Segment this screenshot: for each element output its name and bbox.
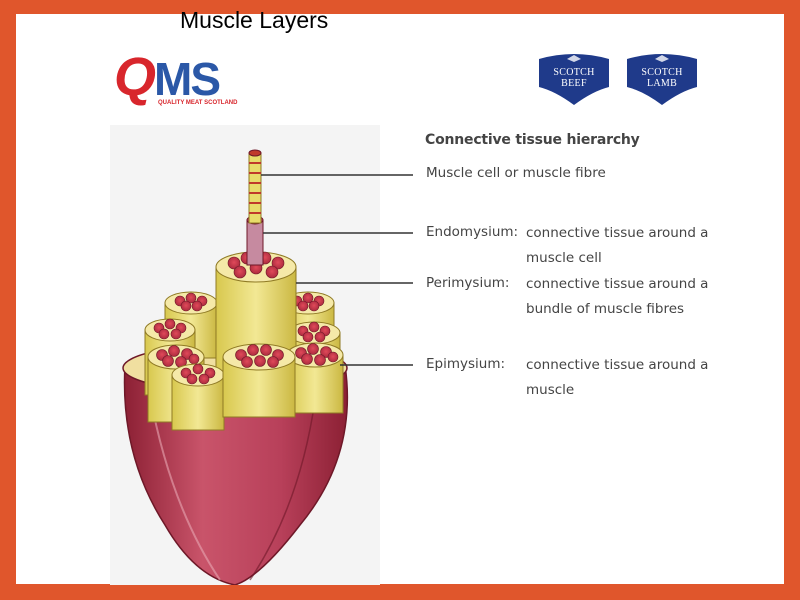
diagram-heading: Connective tissue hierarchy bbox=[425, 132, 640, 148]
qms-logo-q: Q bbox=[114, 47, 154, 107]
muscle-fibre-label: Muscle cell or muscle fibre bbox=[426, 167, 606, 181]
scotch-beef-logo: SCOTCH BEEF bbox=[535, 53, 613, 105]
slide-title: Muscle Layers bbox=[180, 9, 328, 32]
qms-logo-ms: MS bbox=[154, 53, 219, 105]
scotch-beef-line1: SCOTCH bbox=[535, 67, 613, 78]
qms-logo-subtitle: QUALITY MEAT SCOTLAND bbox=[158, 100, 237, 106]
qms-logo: QMS QUALITY MEAT SCOTLAND bbox=[114, 50, 254, 120]
epimysium-term: Epimysium: bbox=[426, 358, 505, 372]
endomysium-term: Endomysium: bbox=[426, 226, 518, 240]
endomysium-description: connective tissue around a muscle cell bbox=[526, 221, 736, 271]
perimysium-bundles bbox=[145, 252, 343, 430]
perimysium-term: Perimysium: bbox=[426, 277, 509, 291]
scotch-lamb-line2: LAMB bbox=[623, 78, 701, 89]
scotch-beef-line2: BEEF bbox=[535, 78, 613, 89]
perimysium-description: connective tissue around a bundle of mus… bbox=[526, 272, 736, 322]
muscle-fibre-shape bbox=[249, 150, 261, 223]
scotch-lamb-logo: SCOTCH LAMB bbox=[623, 53, 701, 105]
epimysium-description: connective tissue around a muscle bbox=[526, 353, 736, 403]
muscle-cross-section-illustration bbox=[110, 125, 420, 585]
scotch-lamb-line1: SCOTCH bbox=[623, 67, 701, 78]
